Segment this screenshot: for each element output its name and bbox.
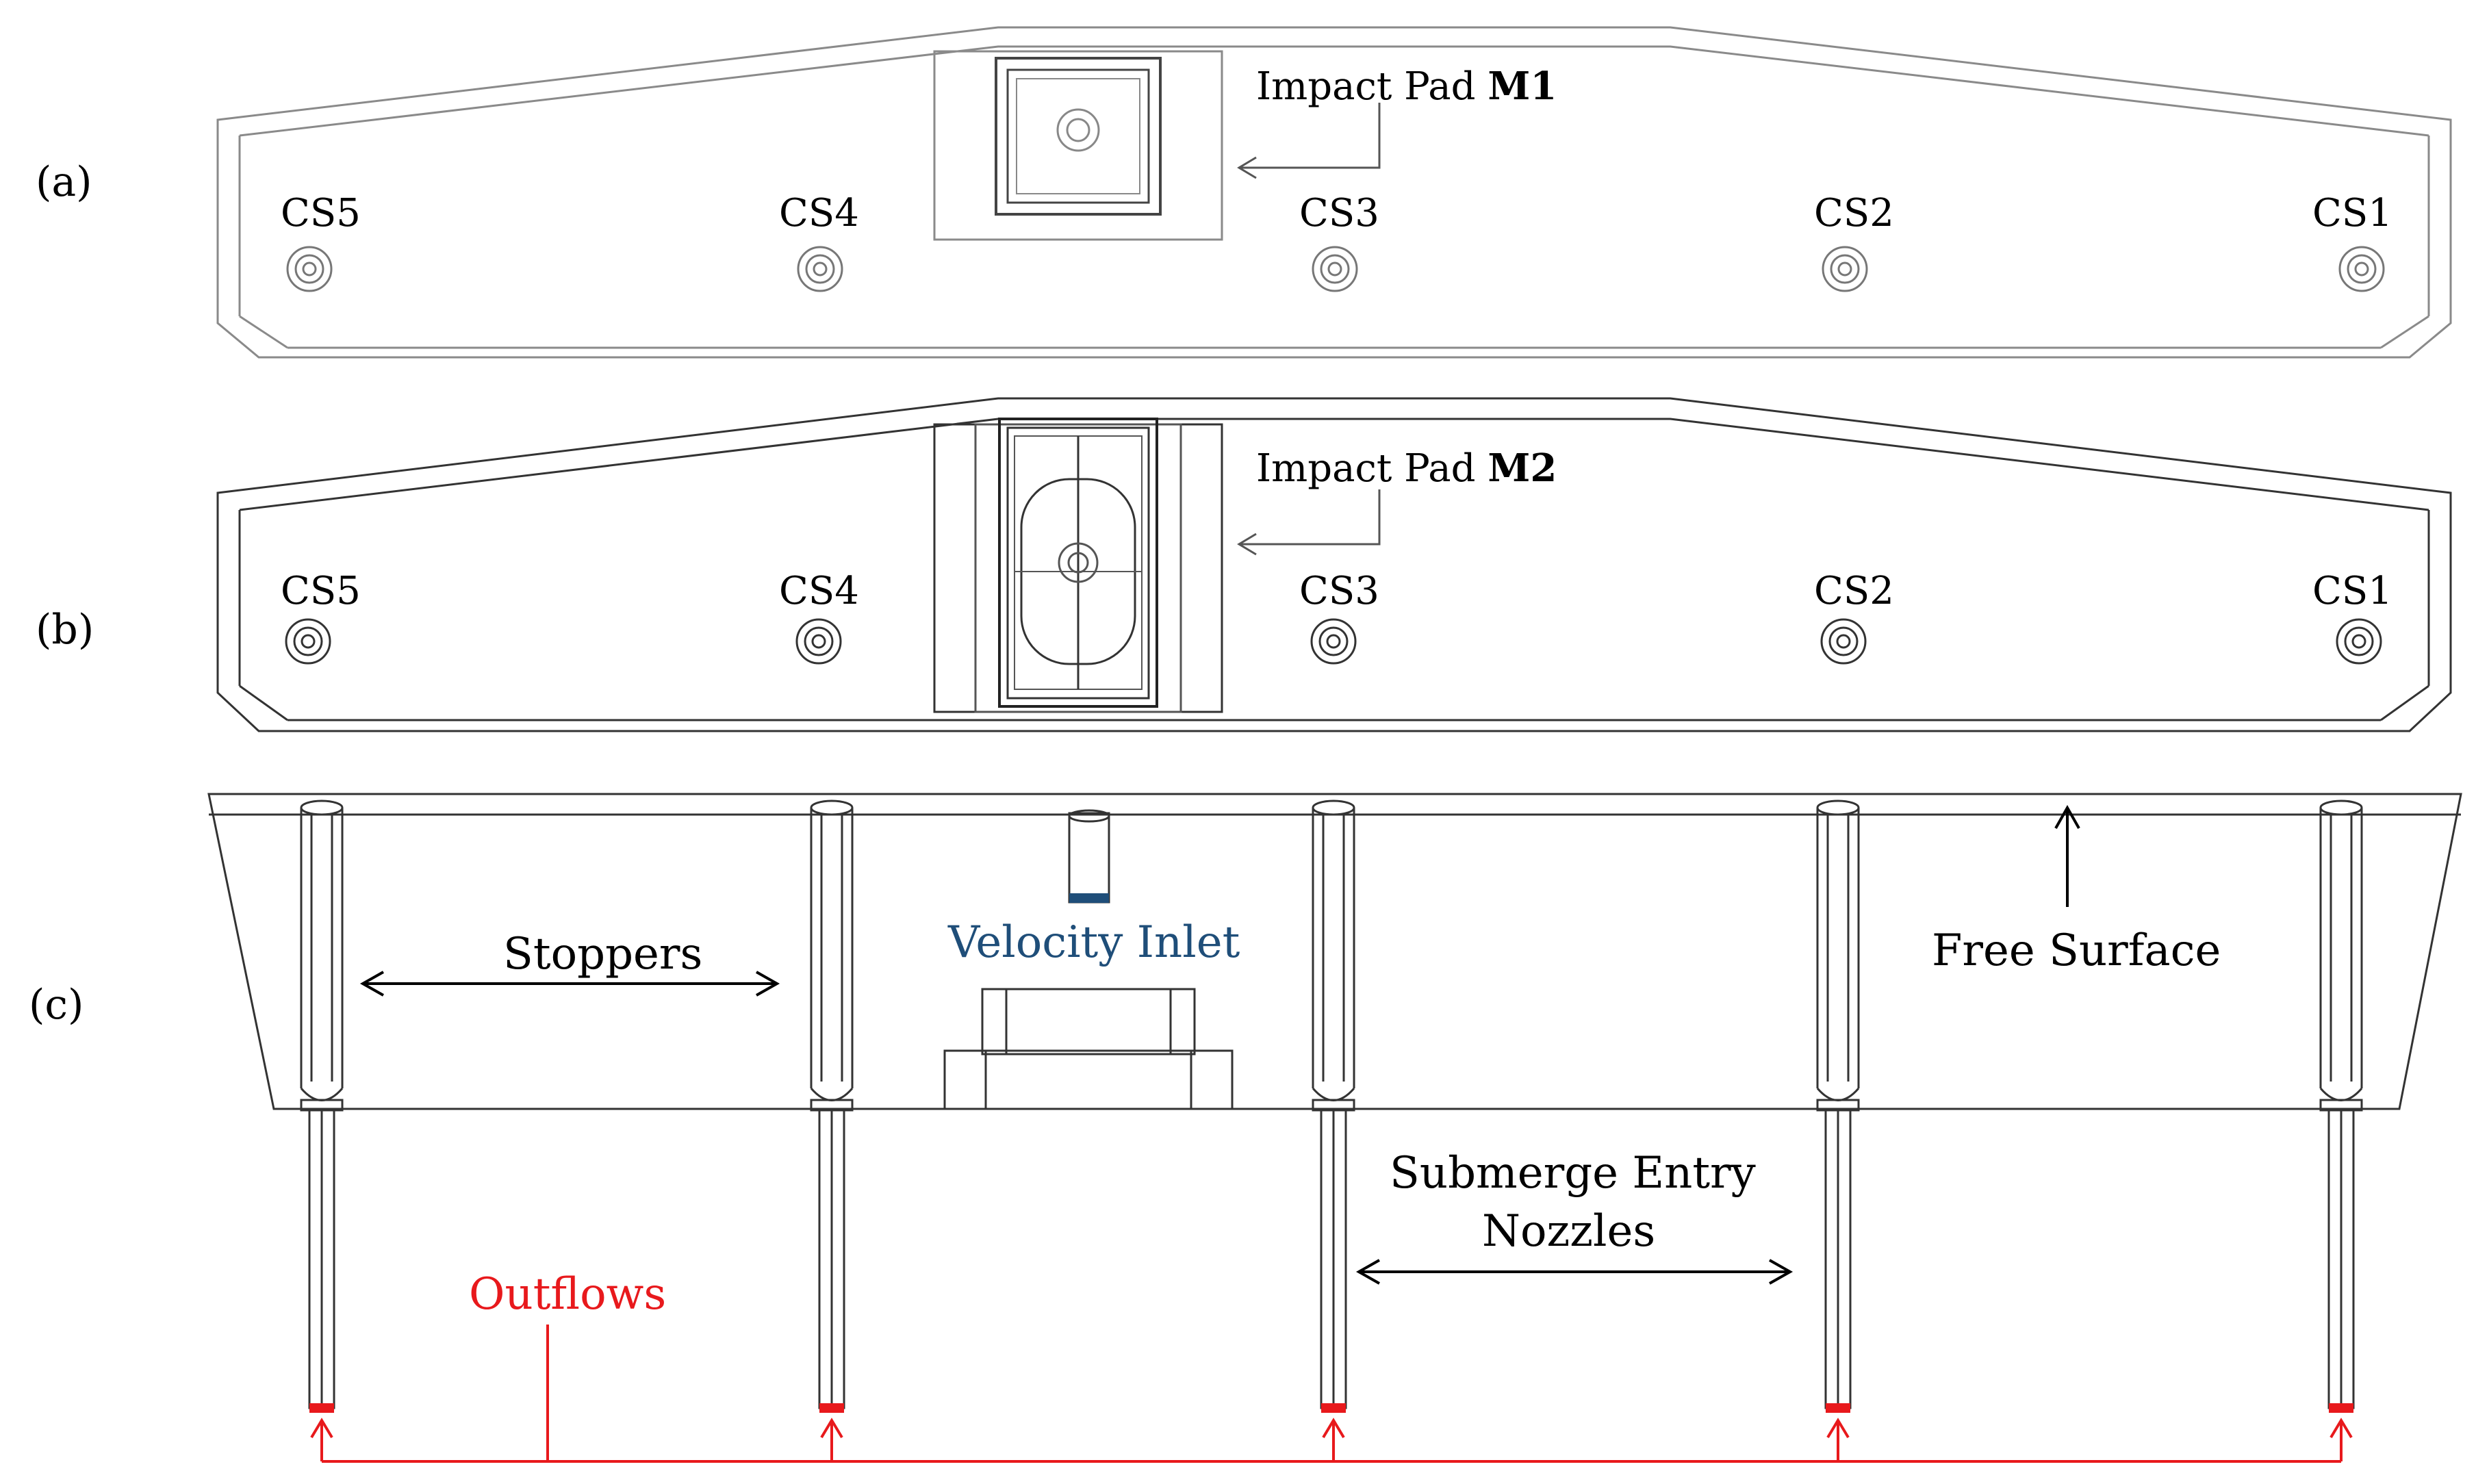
- sensor-label: CS2: [1814, 191, 1894, 235]
- sensor-port: [1822, 246, 1868, 292]
- sensor-port: [1312, 246, 1358, 292]
- sensor-port: [285, 618, 331, 665]
- stoppers-label: Stoppers: [503, 929, 702, 980]
- velocity-inlet-shroud: [1068, 809, 1110, 904]
- outflow-marker: [2329, 1403, 2353, 1413]
- panel-c: (c): [29, 793, 2462, 1463]
- outflow-marker: [1826, 1403, 1850, 1413]
- sensor-row-a: CS5 CS4 CS3 CS2 CS1: [281, 191, 2392, 292]
- outflows-label: Outflows: [469, 1269, 666, 1320]
- impact-pad-m2: [933, 418, 1223, 713]
- outflow-markers: [309, 1403, 2353, 1413]
- sensor-label: CS3: [1299, 569, 1379, 613]
- panel-b-letter: (b): [36, 606, 94, 654]
- free-surface-label: Free Surface: [1932, 925, 2221, 976]
- sensor-port: [2338, 246, 2385, 292]
- pad-pointer-a: [1237, 103, 1381, 179]
- stopper: [810, 799, 854, 1409]
- panel-a: (a) Impact Pad M1 CS5 CS4: [36, 26, 2452, 359]
- outflow-marker: [1321, 1403, 1346, 1413]
- sensor-port: [1820, 618, 1867, 665]
- sensor-port: [795, 618, 842, 665]
- impact-pad-m1: [933, 50, 1223, 241]
- impact-pad-label-b: Impact Pad M2: [1256, 446, 1557, 491]
- outflow-marker: [309, 1403, 334, 1413]
- panel-c-letter: (c): [29, 981, 84, 1029]
- sen-label-line2: Nozzles: [1482, 1206, 1655, 1257]
- impact-pad-label-a: Impact Pad M1: [1256, 64, 1557, 109]
- impact-pad-side: [943, 988, 1234, 1110]
- stopper: [300, 799, 344, 1409]
- outflow-marker: [819, 1403, 844, 1413]
- sen-label-line1: Submerge Entry: [1390, 1148, 1756, 1199]
- sensor-port: [797, 246, 843, 292]
- pad-pointer-b: [1237, 489, 1381, 556]
- stopper: [1816, 799, 1860, 1409]
- sensor-port: [2336, 618, 2382, 665]
- sen-double-arrow: [1355, 1259, 1794, 1285]
- tundish-outline-a: [216, 26, 2452, 359]
- sensor-label: CS4: [779, 191, 859, 235]
- stopper: [2319, 799, 2363, 1409]
- sensor-port: [286, 246, 333, 292]
- sensor-label: CS5: [281, 191, 361, 235]
- stopper: [1312, 799, 1355, 1409]
- free-surface-arrow: [2054, 804, 2080, 907]
- stoppers-double-arrow: [359, 971, 780, 997]
- sensor-label: CS2: [1814, 569, 1894, 613]
- panel-a-letter: (a): [36, 158, 92, 206]
- sensor-label: CS1: [2312, 569, 2392, 613]
- sensor-label: CS4: [779, 569, 859, 613]
- sensor-label: CS5: [281, 569, 361, 613]
- outflow-connector: [310, 1325, 2353, 1463]
- panel-b: (b) Impact Pad M2: [36, 397, 2452, 732]
- tundish-outline-b: [216, 397, 2452, 732]
- sensor-label: CS3: [1299, 191, 1379, 235]
- sensor-port: [1310, 618, 1357, 665]
- velocity-inlet-label: Velocity Inlet: [947, 917, 1240, 968]
- sensor-label: CS1: [2312, 191, 2392, 235]
- sensor-row-b: CS5 CS4 CS3 CS2 CS1: [281, 569, 2392, 665]
